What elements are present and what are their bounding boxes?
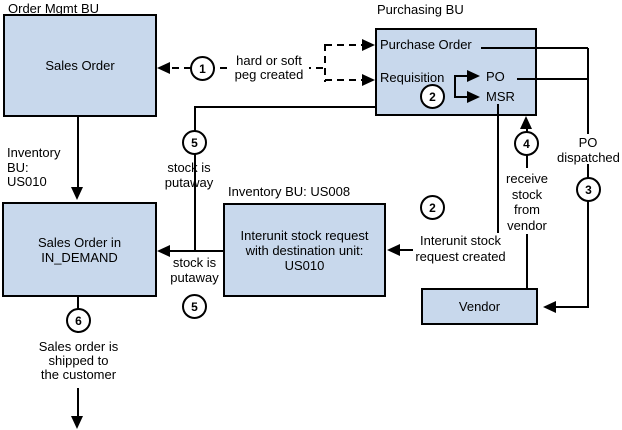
line-requisition-branch-vertical [454,75,456,98]
stock-is-putaway-bottom-line1: stock is [172,255,217,270]
inventory-bu-us010-line3: US010 [7,174,47,189]
line-dispatch-upper [587,48,589,134]
line-receive-stock-lower [526,234,528,288]
peg-created-line1: hard or soft [236,53,302,68]
arrowhead-peg-into-sales-order [157,62,170,74]
arrowhead-into-vendor [543,301,556,313]
step-6-number: 6 [75,313,82,328]
po-dispatched-line2: dispatched [557,149,620,165]
line-dispatch-lower [587,164,589,308]
requisition-text: Requisition [380,70,445,85]
sales-order-in-demand-line1: Sales Order in [37,234,122,250]
inventory-bu-us010-line2: BU: [7,159,29,175]
dashed-line-peg-to-requisition [325,79,363,81]
line-into-vendor [556,306,589,308]
step-3-number: 3 [585,182,592,197]
line-msr-down [497,104,499,233]
stock-is-putaway-bottom-line2: putaway [170,269,219,285]
po-dispatched-label: PO dispatched [557,135,620,165]
step-5-number: 5 [191,135,198,150]
step-circle-3: 3 [576,177,601,202]
po-dispatched-line1: PO [578,135,598,150]
interunit-stock-request-label: Interunit stock request with destination… [241,228,369,273]
sales-order-in-demand-box: Sales Order in IN_DEMAND [2,202,157,297]
step-2b-number: 2 [429,200,436,215]
line-ship-lower [77,388,79,416]
receive-stock-line4: vendor [507,217,547,233]
sales-order-in-demand-label: Sales Order in IN_DEMAND [38,235,121,265]
interunit-created-line2: request created [415,248,506,264]
arrowhead-ship-to-customer [71,416,83,429]
purchasing-box [375,28,537,116]
arrowhead-peg-into-purchase-order [362,39,375,51]
peg-created-label: hard or soft peg created [229,54,309,82]
inventory-bu-us010-label: Inventory BU: US010 [7,145,61,190]
msr-text: MSR [486,89,515,104]
line-purchase-order-out [481,47,588,49]
interunit-line2: with destination unit: [245,242,364,258]
vendor-box-label: Vendor [458,299,501,314]
line-branch-to-msr [455,96,469,98]
line-interunit-to-in-demand [168,250,223,252]
po-text: PO [486,69,505,84]
interunit-created-line1: Interunit stock [420,233,501,248]
shipped-line1: Sales order is [38,339,119,354]
receive-stock-label: receive stock from vendor [501,171,553,233]
arrowhead-into-in-demand-top [71,187,83,200]
step-4-number: 4 [523,136,530,151]
inventory-bu-us008-label: Inventory BU: US008 [228,184,351,199]
shipped-line2: shipped to [48,353,109,368]
receive-stock-line2: stock [511,186,543,202]
vendor-box: Vendor [421,288,538,325]
step-1-number: 1 [199,61,206,76]
arrowhead-peg-into-requisition [362,74,375,86]
step-2-number: 2 [429,89,436,104]
stock-is-putaway-top-label: stock is putaway [164,160,214,190]
step-circle-2-requisition: 2 [420,84,445,109]
shipped-label: Sales order is shipped to the customer [35,340,122,382]
arrowhead-branch-to-po [467,70,480,82]
step-circle-6: 6 [66,308,91,333]
stock-is-putaway-bottom-label: stock is putaway [167,255,222,285]
line-sales-order-down [77,116,79,189]
receive-stock-line3: from [514,202,540,217]
interunit-line1: Interunit stock request [240,227,369,243]
line-po-out [517,78,588,80]
sales-order-box: Sales Order [3,14,157,117]
receive-stock-line1: receive [506,171,548,186]
interunit-stock-request-box: Interunit stock request with destination… [223,203,386,297]
sales-order-box-label: Sales Order [45,58,115,73]
line-putaway-horizontal [194,106,375,108]
step-5b-number: 5 [191,299,198,314]
purchase-order-text: Purchase Order [380,37,472,52]
dashed-line-peg-bracket [324,44,326,82]
inventory-bu-us010-line1: Inventory [7,145,61,160]
dashed-line-peg-to-purchase-order [325,44,363,46]
line-branch-to-po [455,75,469,77]
line-into-interunit-box [399,249,413,251]
shipped-line3: the customer [40,367,117,382]
arrowhead-branch-to-msr [467,91,480,103]
step-circle-1: 1 [190,56,215,81]
purchasing-bu-label: Purchasing BU [377,2,464,17]
order-mgmt-bu-label: Order Mgmt BU [8,1,100,16]
step-circle-5-bottom: 5 [182,294,207,319]
sales-order-in-demand-line2: IN_DEMAND [41,249,118,265]
line-putaway-vertical [194,106,196,252]
step-circle-5-top: 5 [182,130,207,155]
arrowhead-into-interunit-box [387,244,400,256]
arrowhead-into-in-demand-right [157,245,170,257]
step-circle-2-interunit: 2 [420,195,445,220]
peg-created-line2: peg created [234,67,304,82]
arrowhead-into-purchasing-bottom [520,116,532,129]
step-circle-4: 4 [514,131,539,156]
interunit-line3: US010 [284,257,325,273]
interunit-created-label: Interunit stock request created [412,233,509,264]
